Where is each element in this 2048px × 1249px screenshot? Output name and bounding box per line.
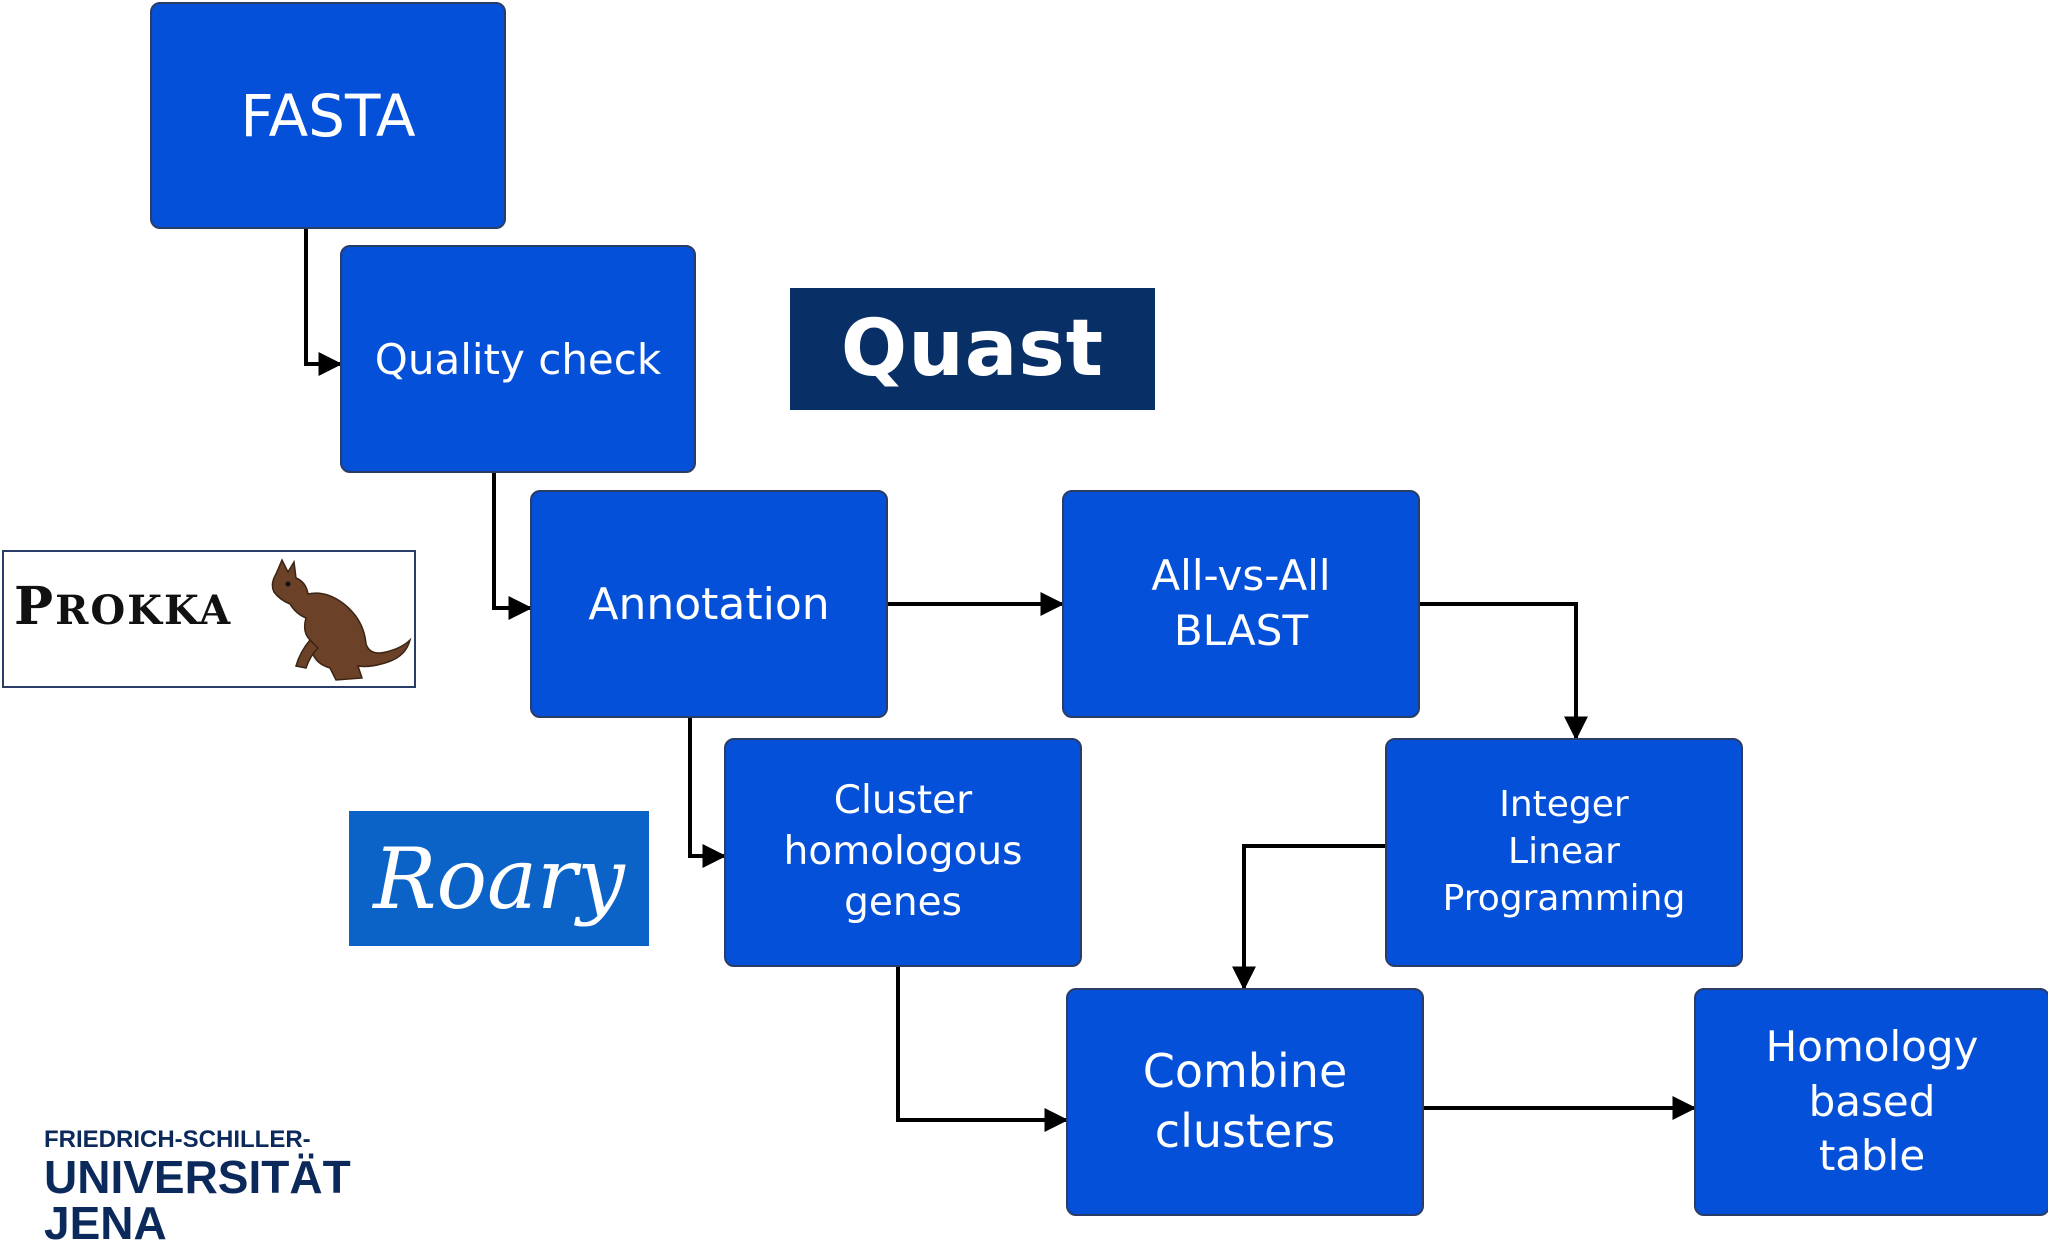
prokka-initial: P bbox=[14, 576, 56, 637]
arrow-fasta-to-quality bbox=[304, 229, 343, 376]
step-all-vs-all-blast: All-vs-All BLAST bbox=[1062, 490, 1420, 718]
step-homology-based-table: Homology based table bbox=[1694, 988, 2048, 1216]
university-name-line3: JENA bbox=[44, 1197, 167, 1249]
prokka-logo: PROKKA bbox=[2, 550, 416, 688]
arrow-ilp-to-combine bbox=[1232, 844, 1385, 991]
arrow-blast-to-ilp bbox=[1420, 602, 1588, 741]
step-combine-clusters: Combine clusters bbox=[1066, 988, 1424, 1216]
arrow-cluster-to-combine bbox=[896, 967, 1069, 1132]
roary-logo: Roary bbox=[349, 811, 649, 946]
arrow-annotation-to-cluster bbox=[688, 718, 727, 868]
connector-lines bbox=[304, 229, 1697, 1132]
step-quality-check: Quality check bbox=[340, 245, 696, 473]
step-integer-linear-programming: Integer Linear Programming bbox=[1385, 738, 1743, 967]
university-logo: FRIEDRICH-SCHILLER- UNIVERSITÄT JENA bbox=[44, 1126, 351, 1249]
quast-logo: Quast bbox=[790, 288, 1155, 410]
university-name-line2: UNIVERSITÄT bbox=[44, 1151, 351, 1203]
step-cluster-homologous-genes: Cluster homologous genes bbox=[724, 738, 1082, 967]
step-annotation: Annotation bbox=[530, 490, 888, 718]
prokka-wordmark: PROKKA bbox=[14, 576, 232, 637]
kangaroo-icon bbox=[271, 558, 412, 681]
arrow-quality-to-annotation bbox=[492, 473, 533, 620]
step-fasta: FASTA bbox=[150, 2, 506, 229]
university-name-line1: FRIEDRICH-SCHILLER- bbox=[44, 1126, 311, 1153]
prokka-rest: ROKKA bbox=[55, 587, 233, 634]
